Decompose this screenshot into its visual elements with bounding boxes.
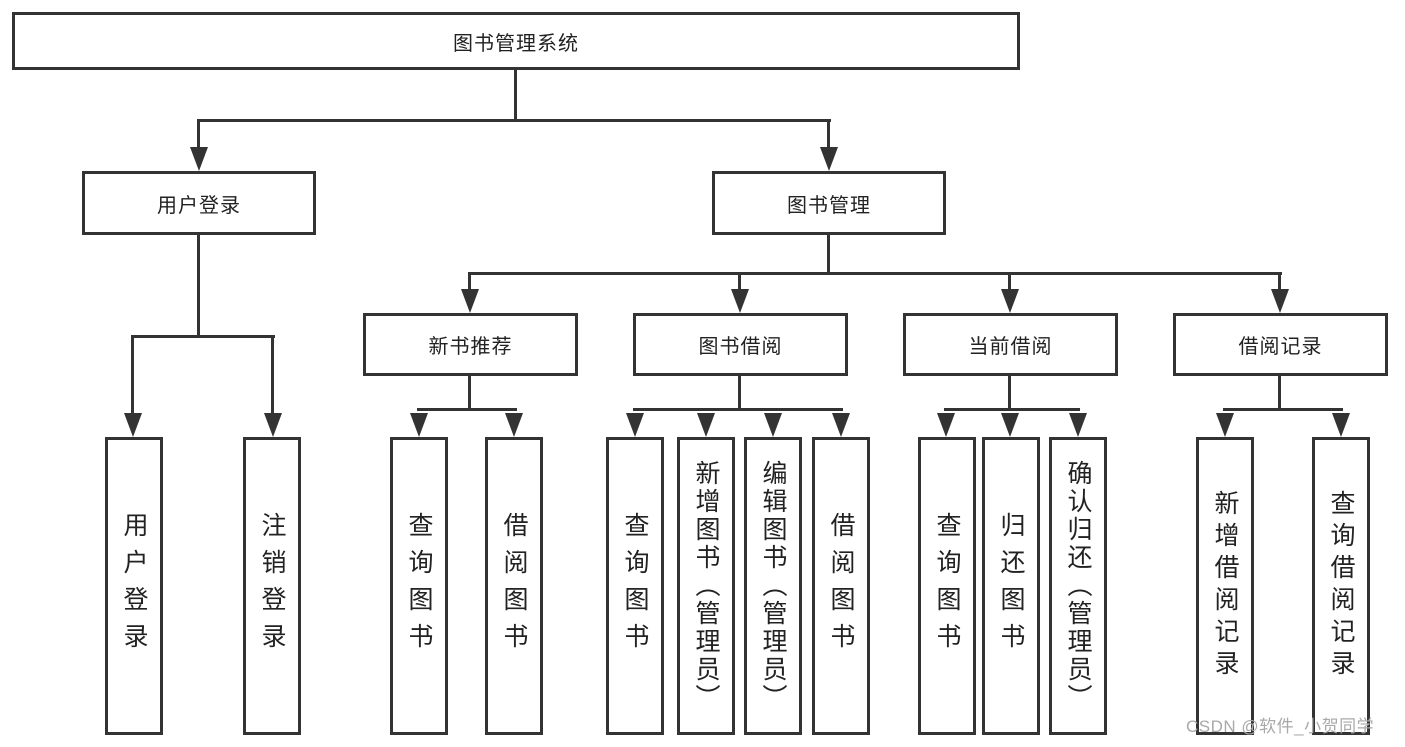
node-book-management-label: 图书管理 bbox=[787, 194, 871, 217]
leaf-recommend-borrow-books: 借阅图书 bbox=[485, 437, 543, 735]
leaf-current-query-books-label: 查询图书 bbox=[933, 512, 961, 660]
leaf-return-books: 归还图书 bbox=[982, 437, 1040, 735]
arrow-down-icon bbox=[124, 413, 142, 437]
connector-hline bbox=[1223, 408, 1343, 411]
connector-hline bbox=[944, 408, 1080, 411]
leaf-add-borrow-record: 新增借阅记录 bbox=[1196, 437, 1254, 735]
connector-hline bbox=[131, 335, 275, 338]
arrow-down-icon bbox=[626, 413, 644, 437]
arrow-down-icon bbox=[1271, 289, 1289, 313]
node-new-book-recommend-label: 新书推荐 bbox=[428, 336, 513, 358]
arrow-down-icon bbox=[190, 147, 208, 171]
connector-vline bbox=[131, 337, 134, 415]
node-user-login: 用户登录 bbox=[82, 171, 316, 235]
connector-vline bbox=[1008, 274, 1011, 291]
node-borrow-record: 借阅记录 bbox=[1173, 313, 1388, 376]
arrow-down-icon bbox=[505, 413, 523, 437]
arrow-down-icon bbox=[1001, 289, 1019, 313]
node-book-borrow: 图书借阅 bbox=[633, 313, 848, 376]
connector-vline bbox=[197, 121, 200, 149]
connector-vline bbox=[1278, 376, 1281, 411]
leaf-add-books-admin: 新增图书（管理员） bbox=[677, 437, 735, 735]
leaf-logout: 注销登录 bbox=[243, 437, 301, 735]
node-root: 图书管理系统 bbox=[12, 12, 1020, 70]
arrow-down-icon bbox=[1069, 413, 1087, 437]
arrow-down-icon bbox=[832, 413, 850, 437]
leaf-recommend-query-books-label: 查询图书 bbox=[405, 512, 433, 660]
arrow-down-icon bbox=[461, 289, 479, 313]
leaf-add-borrow-record-label: 新增借阅记录 bbox=[1211, 490, 1239, 682]
connector-vline bbox=[197, 235, 200, 338]
arrow-down-icon bbox=[764, 413, 782, 437]
leaf-add-books-admin-label: 新增图书（管理员） bbox=[692, 460, 720, 712]
connector-hline bbox=[633, 408, 843, 411]
node-current-borrow: 当前借阅 bbox=[903, 313, 1118, 376]
connector-hline bbox=[417, 408, 517, 411]
leaf-confirm-return-admin-label: 确认归还（管理员） bbox=[1064, 460, 1092, 712]
arrow-down-icon bbox=[820, 147, 838, 171]
connector-hline bbox=[197, 119, 831, 122]
arrow-down-icon bbox=[1332, 413, 1350, 437]
leaf-recommend-query-books: 查询图书 bbox=[390, 437, 448, 735]
leaf-borrow-query-books: 查询图书 bbox=[606, 437, 664, 735]
leaf-user-login-label: 用户登录 bbox=[120, 512, 148, 660]
connector-vline bbox=[827, 121, 830, 149]
connector-vline bbox=[468, 274, 471, 291]
connector-vline bbox=[738, 274, 741, 291]
connector-vline bbox=[1008, 376, 1011, 411]
leaf-return-books-label: 归还图书 bbox=[997, 512, 1025, 660]
node-current-borrow-label: 当前借阅 bbox=[968, 336, 1053, 358]
node-book-borrow-label: 图书借阅 bbox=[698, 336, 783, 358]
leaf-query-borrow-record-label: 查询借阅记录 bbox=[1327, 490, 1355, 682]
connector-vline bbox=[827, 235, 830, 275]
arrow-down-icon bbox=[410, 413, 428, 437]
leaf-confirm-return-admin: 确认归还（管理员） bbox=[1049, 437, 1107, 735]
leaf-borrow-books: 借阅图书 bbox=[812, 437, 870, 735]
connector-vline bbox=[271, 337, 274, 415]
leaf-borrow-query-books-label: 查询图书 bbox=[621, 512, 649, 660]
leaf-borrow-books-label: 借阅图书 bbox=[827, 512, 855, 660]
connector-vline bbox=[1278, 274, 1281, 291]
node-root-label: 图书管理系统 bbox=[453, 32, 579, 55]
leaf-current-query-books: 查询图书 bbox=[918, 437, 976, 735]
connector-hline bbox=[468, 272, 1282, 275]
leaf-logout-label: 注销登录 bbox=[258, 512, 286, 660]
node-book-management: 图书管理 bbox=[712, 171, 946, 235]
leaf-query-borrow-record: 查询借阅记录 bbox=[1312, 437, 1370, 735]
arrow-down-icon bbox=[697, 413, 715, 437]
node-user-login-label: 用户登录 bbox=[157, 194, 241, 217]
connector-vline bbox=[738, 376, 741, 411]
node-borrow-record-label: 借阅记录 bbox=[1238, 336, 1323, 358]
arrow-down-icon bbox=[1001, 413, 1019, 437]
arrow-down-icon bbox=[264, 413, 282, 437]
arrow-down-icon bbox=[731, 289, 749, 313]
connector-vline bbox=[468, 376, 471, 411]
csdn-watermark: CSDN @软件_小贺同学 bbox=[1186, 717, 1375, 736]
leaf-edit-books-admin: 编辑图书（管理员） bbox=[744, 437, 802, 735]
arrow-down-icon bbox=[937, 413, 955, 437]
leaf-edit-books-admin-label: 编辑图书（管理员） bbox=[759, 460, 787, 712]
node-new-book-recommend: 新书推荐 bbox=[363, 313, 578, 376]
leaf-recommend-borrow-books-label: 借阅图书 bbox=[500, 512, 528, 660]
connector-vline bbox=[514, 70, 517, 122]
leaf-user-login: 用户登录 bbox=[105, 437, 163, 735]
arrow-down-icon bbox=[1216, 413, 1234, 437]
